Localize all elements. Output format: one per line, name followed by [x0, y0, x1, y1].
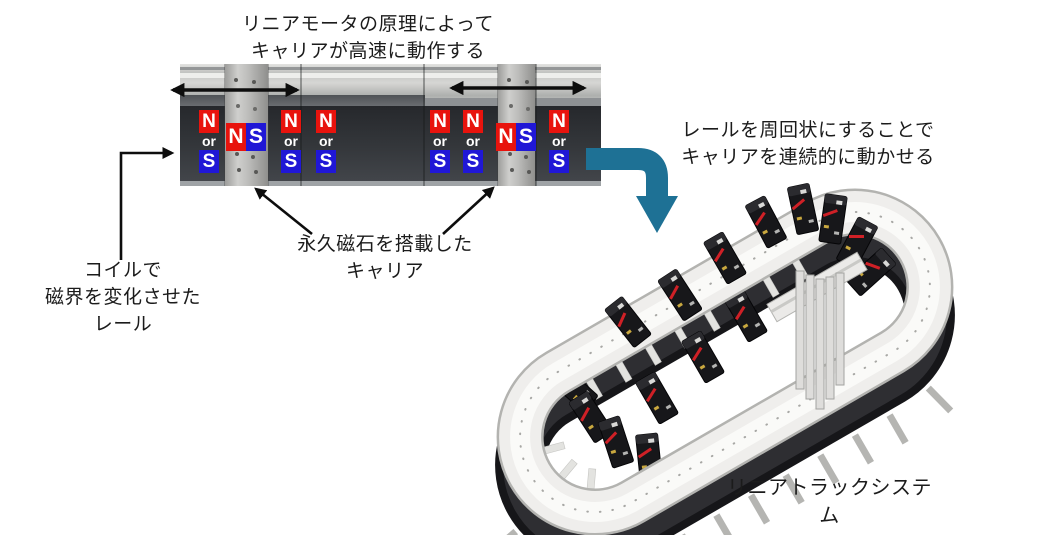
coil-rail-label: コイルで 磁界を変化させた レール	[44, 260, 201, 335]
magnet-carrier-label: 永久磁石を搭載した キャリア	[297, 234, 473, 282]
carrier-ns-label: N S	[496, 123, 536, 151]
motion-double-arrow-left	[170, 82, 300, 98]
magnet-stack: N or S	[430, 110, 450, 173]
magnet-or-label: or	[202, 133, 216, 149]
carrier-pointer-arrows	[254, 186, 495, 236]
track-system-label: リニアトラックシステム	[727, 477, 932, 528]
flow-arrow	[586, 148, 678, 233]
rail-photo: N or S N or S N or S N or S N or S N or …	[180, 64, 601, 186]
track-module	[766, 251, 868, 410]
diagram-title: リニアモータの原理によって キャリアが高速に動作する	[228, 12, 508, 66]
magnet-n-label: N	[199, 110, 219, 133]
magnet-stack: N or S	[199, 110, 219, 173]
magnet-stack: N or S	[549, 110, 569, 173]
diagram-title-line2: キャリアが高速に動作する	[250, 40, 485, 62]
magnet-stack: N or S	[281, 110, 301, 173]
coil-pointer-arrow	[119, 147, 175, 260]
magnet-stack: N or S	[463, 110, 483, 173]
track-band	[495, 185, 955, 535]
linear-track-photo	[495, 175, 955, 535]
magnet-stack: N or S	[316, 110, 336, 173]
loop-rail-label: レールを周回状にすることで キャリアを連続的に動かせる	[681, 120, 935, 168]
carrier-ns-label: N S	[226, 123, 266, 151]
motion-double-arrow-right	[449, 80, 587, 96]
magnet-s-label: S	[199, 150, 219, 173]
diagram-title-line1: リニアモータの原理によって	[242, 14, 494, 35]
